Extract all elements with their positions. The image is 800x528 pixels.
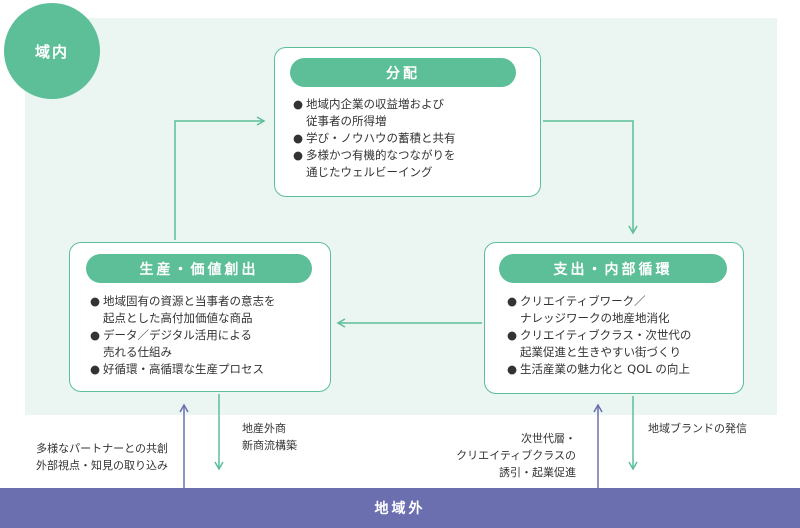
list-item-text: 学び・ノウハウの蓄積と共有	[306, 131, 456, 145]
next-generation-label: 次世代層・ クリエイティブクラスの 誘引・起業促進	[456, 432, 576, 479]
inner-region-badge: 域内	[4, 3, 100, 99]
list-item-text: クリエイティブワーク／ ナレッジワークの地産地消化	[520, 294, 670, 325]
arrow-distribution-to-spending	[543, 120, 638, 235]
production-title: 生産・価値創出	[86, 254, 312, 283]
list-item: ●クリエイティブワーク／ ナレッジワークの地産地消化	[507, 294, 670, 325]
brand-label: 地域ブランドの発信	[648, 422, 747, 435]
list-item: ●生活産業の魅力化と QOL の向上	[507, 362, 690, 376]
list-item-text: 好循環・高循環な生産プロセス	[103, 362, 264, 376]
list-item: ●好循環・高循環な生産プロセス	[90, 362, 264, 376]
spending-list: ●クリエイティブワーク／ ナレッジワークの地産地消化 ●クリエイティブクラス・次…	[507, 293, 739, 378]
spending-title: 支出・内部循環	[499, 254, 727, 283]
arrow-production-to-distribution	[174, 116, 266, 240]
partner-cocreation-label: 多様なパートナーとの共創 外部視点・知見の取り込み	[36, 442, 168, 472]
list-item-text: 地域内企業の収益増および 従事者の所得増	[306, 97, 444, 128]
distribution-list: ●地域内企業の収益増および 従事者の所得増 ●学び・ノウハウの蓄積と共有 ●多様…	[293, 96, 533, 181]
production-list: ● 地域固有の資源と当事者の意志を 起点とした高付加価値な商品 ●データ／デジタ…	[90, 293, 330, 378]
list-item-text: 多様かつ有機的なつながりを 通じたウェルビーイング	[306, 148, 456, 179]
list-item: ●多様かつ有機的なつながりを 通じたウェルビーイング	[293, 148, 456, 179]
list-item: ●データ／デジタル活用による 売れる仕組み	[90, 328, 252, 359]
distribution-title: 分配	[290, 58, 516, 87]
local-export-label: 地産外商 新商流構築	[242, 422, 297, 452]
list-item: ● 地域固有の資源と当事者の意志を 起点とした高付加価値な商品	[90, 294, 276, 325]
list-item-text: データ／デジタル活用による 売れる仕組み	[103, 328, 252, 359]
outside-region-bar: 地域外	[0, 488, 800, 528]
list-item-text: 生活産業の魅力化と QOL の向上	[520, 362, 690, 376]
list-item-text: 地域固有の資源と当事者の意志を 起点とした高付加価値な商品	[103, 294, 276, 325]
list-item: ●地域内企業の収益増および 従事者の所得増	[293, 97, 444, 128]
list-item: ●クリエイティブクラス・次世代の 起業促進と生きやすい街づくり	[507, 328, 692, 359]
list-item-text: クリエイティブクラス・次世代の 起業促進と生きやすい街づくり	[520, 328, 692, 359]
list-item: ●学び・ノウハウの蓄積と共有	[293, 131, 456, 145]
